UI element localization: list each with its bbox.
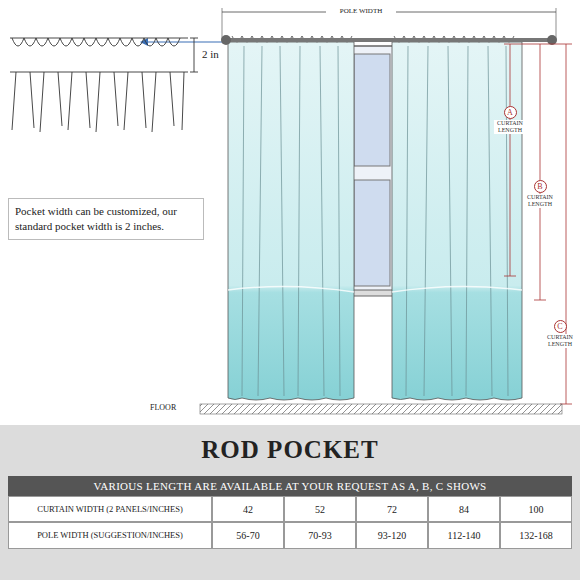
row-header: POLE WIDTH (SUGGESTION/INCHES) (8, 522, 212, 549)
table-cell: 42 (212, 496, 284, 522)
dimension-label: CURTAIN LENGTH (494, 120, 526, 134)
table-cell: 100 (500, 496, 572, 522)
cell-text: 72 (387, 504, 397, 515)
note-box: Pocket width can be customized, our stan… (8, 198, 204, 240)
dimension-callout: ACURTAIN LENGTH (492, 106, 528, 134)
cell-text: 84 (459, 504, 469, 515)
dimension-label: 2 in (202, 48, 232, 60)
cell-text: 112-140 (448, 530, 481, 541)
cell-text: 93-120 (378, 530, 406, 541)
note-text: Pocket width can be customized, our stan… (15, 204, 197, 234)
dimension-callout: BCURTAIN LENGTH (522, 180, 558, 208)
dimension-label: CURTAIN LENGTH (524, 194, 556, 208)
table-cell: 112-140 (428, 522, 500, 549)
dimension-callout: CCURTAIN LENGTH (542, 320, 578, 348)
cell-text: 100 (529, 504, 544, 515)
panel-title: ROD POCKET (0, 436, 580, 464)
cell-text: 52 (315, 504, 325, 515)
table-cell: 70-93 (284, 522, 356, 549)
cell-text: 42 (243, 504, 253, 515)
row-header-text: CURTAIN WIDTH (2 PANELS/INCHES) (37, 504, 182, 515)
cell-text: 70-93 (308, 530, 331, 541)
table-cell: 84 (428, 496, 500, 522)
row-header-text: POLE WIDTH (SUGGESTION/INCHES) (37, 530, 183, 541)
callout-letter: A (504, 106, 517, 119)
table-cell: 72 (356, 496, 428, 522)
floor-label: FLOOR (150, 403, 198, 412)
cell-text: 132-168 (519, 530, 552, 541)
dimension-label: CURTAIN LENGTH (544, 334, 576, 348)
cell-text: 56-70 (236, 530, 259, 541)
table-cell: 52 (284, 496, 356, 522)
callout-letter: C (554, 320, 567, 333)
header-bar: VARIOUS LENGTH ARE AVAILABLE AT YOUR REQ… (8, 476, 572, 496)
table-cell: 132-168 (500, 522, 572, 549)
table-cell: 93-120 (356, 522, 428, 549)
dimension-label: POLE WIDTH (327, 7, 395, 15)
table-cell: 56-70 (212, 522, 284, 549)
callout-letter: B (534, 180, 547, 193)
row-header: CURTAIN WIDTH (2 PANELS/INCHES) (8, 496, 212, 522)
bar-text: VARIOUS LENGTH ARE AVAILABLE AT YOUR REQ… (93, 480, 486, 492)
